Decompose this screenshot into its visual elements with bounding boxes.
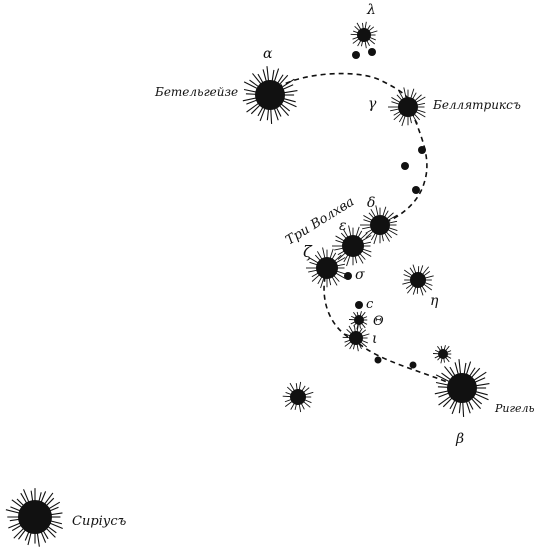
star-epsilon <box>332 225 372 267</box>
label-bellatrix: Беллятриксъ <box>432 98 521 112</box>
letter-beta: β <box>455 431 464 447</box>
star-dot <box>412 186 420 194</box>
star-dot <box>344 272 352 280</box>
star-rigel <box>434 359 490 417</box>
star-theta <box>348 311 368 330</box>
star-betelgeuse <box>242 66 298 124</box>
star-sirius <box>5 488 63 547</box>
star-small-right <box>432 345 452 364</box>
label-rigel: Ригель <box>494 402 535 415</box>
star-dot <box>418 146 426 154</box>
star-small-left <box>282 381 314 413</box>
letter-iota: ι <box>372 331 378 347</box>
letter-epsilon: ε <box>339 218 347 234</box>
letter-theta: Θ <box>373 314 384 329</box>
letter-delta: δ <box>367 195 375 211</box>
star-dot <box>352 51 360 59</box>
label-sirius: Сиріусъ <box>72 514 127 529</box>
letter-lambda: λ <box>366 2 376 18</box>
letter-c: c <box>366 297 374 312</box>
star-lambda <box>350 21 378 49</box>
star-bellatrix <box>388 87 426 127</box>
star-dot <box>401 162 409 170</box>
label-betelgeuse: Бетельгейзе <box>154 85 238 99</box>
star-delta <box>360 205 398 245</box>
letter-gamma: γ <box>368 96 377 112</box>
letter-zeta: ζ <box>303 242 313 261</box>
letter-eta: η <box>430 293 439 309</box>
star-dot <box>374 356 382 364</box>
star-zeta <box>306 247 346 289</box>
star-dot <box>355 301 363 309</box>
star-eta <box>402 264 434 296</box>
letter-sigma: σ <box>355 267 365 283</box>
star-dot <box>368 48 376 56</box>
star-iota <box>342 324 370 352</box>
star-dot <box>409 361 417 369</box>
letter-alpha: α <box>263 46 273 62</box>
